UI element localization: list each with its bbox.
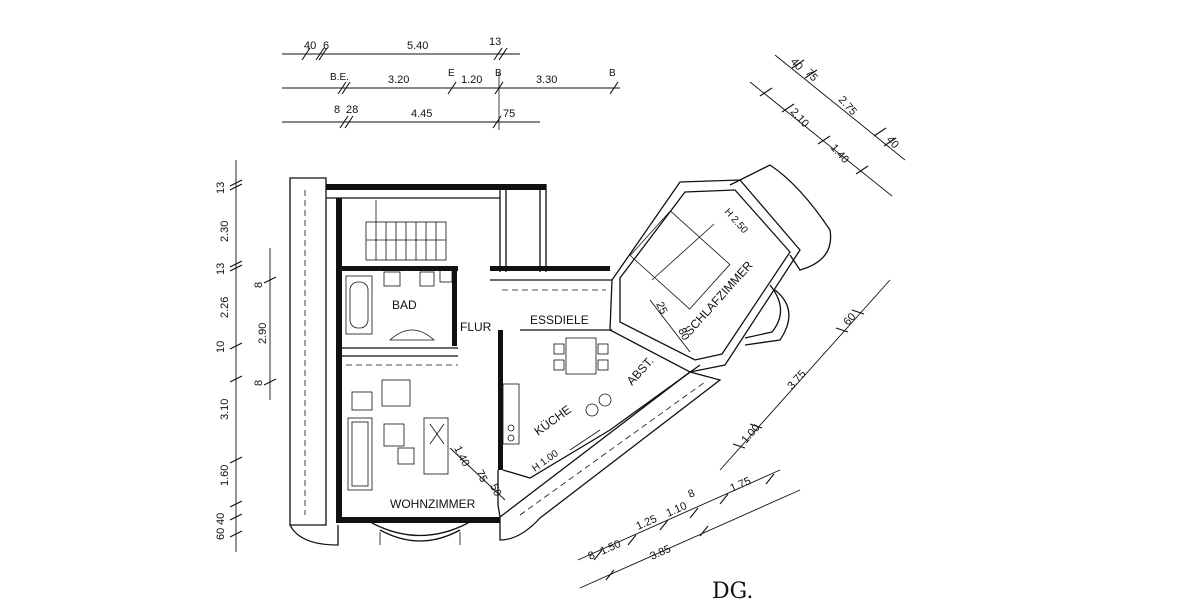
dim-interior-25: 25 — [653, 300, 669, 316]
dim-top-540: 5.40 — [407, 40, 428, 52]
dim-bottom-150: 1.50 — [598, 538, 622, 558]
dining-table — [565, 337, 597, 375]
dim-left-inner-290: 2.90 — [257, 323, 269, 344]
dim-interior-80: 80 — [675, 326, 691, 342]
dim-left-60: 60 — [215, 528, 227, 540]
room-label-bad: BAD — [392, 298, 417, 312]
dim-top-40: 40 — [304, 40, 316, 52]
dim-left-310: 3.10 — [219, 399, 231, 420]
dim-right-375: 3.75 — [785, 368, 808, 392]
dim-bottom-385: 3.85 — [648, 543, 672, 563]
right-side-dimension-lines: 60 3.75 1.00 — [719, 279, 891, 471]
dim-right-210: 2.10 — [788, 106, 811, 130]
dim-right-75: 75 — [803, 67, 820, 84]
staircase — [365, 200, 447, 261]
top-dimension-lines: 40 6 5.40 13 B.E. E B B 3.20 1.20 3.30 8… — [282, 36, 620, 130]
dim-right-40b: 40 — [884, 134, 901, 151]
dim-bottom-110: 1.10 — [664, 500, 688, 520]
room-label-schlafzimmer: SCHLAFZIMMER — [682, 258, 756, 338]
room-label-essdiele: ESSDIELE — [530, 313, 589, 327]
bathtub — [345, 275, 373, 335]
mark-be: B.E. — [330, 72, 349, 83]
bottom-dimension-lines: 8 1.50 1.25 1.10 8 1.75 3.85 — [577, 469, 801, 589]
dim-top-445: 4.45 — [411, 108, 432, 120]
dim-left-inner-8b: 8 — [253, 380, 265, 386]
dim-top-120: 1.20 — [461, 74, 482, 86]
dim-left-10: 10 — [215, 341, 227, 353]
dim-top-28: 28 — [346, 104, 358, 116]
plan-title: DG. — [712, 579, 753, 600]
furniture — [345, 267, 612, 491]
dim-top-320: 3.20 — [388, 74, 409, 86]
armchair — [381, 379, 411, 407]
dim-bottom-175: 1.75 — [728, 475, 752, 495]
dim-left-13b: 13 — [215, 263, 227, 275]
dim-right-60: 60 — [841, 311, 858, 328]
room-label-abst: ABST. — [624, 354, 657, 388]
dim-left-40: 40 — [215, 513, 227, 525]
dim-top-13: 13 — [489, 36, 501, 48]
mark-h100: H 1.00 — [530, 448, 561, 474]
dim-left-160: 1.60 — [219, 465, 231, 486]
mark-e: E — [448, 68, 455, 79]
dim-interior-50: 50 — [487, 482, 503, 498]
sofa — [347, 417, 373, 491]
left-dimension-lines: 13 2.30 13 2.26 10 3.10 1.60 40 60 8 2.9… — [215, 160, 277, 552]
right-top-dimension-lines: 40 75 2.75 2.10 1.40 40 — [749, 54, 906, 197]
dim-left-13a: 13 — [215, 182, 227, 194]
dim-right-40a: 40 — [788, 56, 805, 73]
dim-interior-75: 75 — [473, 468, 489, 484]
toilet — [383, 271, 401, 287]
dim-bottom-8a: 8 — [586, 549, 596, 562]
dim-top-330: 3.30 — [536, 74, 557, 86]
mark-b2: B — [609, 68, 616, 79]
dim-right-275: 2.75 — [836, 94, 859, 118]
building-walls — [289, 164, 832, 546]
dim-left-inner-8a: 8 — [253, 282, 265, 288]
dim-top-8: 8 — [334, 104, 340, 116]
dim-left-226: 2.26 — [219, 297, 231, 318]
dim-top-6: 6 — [323, 40, 329, 52]
coffee-table — [383, 423, 405, 447]
kitchen-counter — [502, 383, 520, 445]
room-label-wohnzimmer: WOHNZIMMER — [390, 497, 476, 511]
bath-sink — [388, 329, 436, 341]
mark-h250: H 2.50 — [722, 207, 750, 237]
dim-left-230: 2.30 — [219, 221, 231, 242]
dim-bottom-8b: 8 — [686, 487, 696, 500]
dim-right-140: 1.40 — [828, 142, 851, 166]
room-label-flur: FLUR — [460, 320, 492, 334]
mark-b1: B — [495, 68, 502, 79]
armchair — [351, 391, 373, 411]
dim-right-100: 1.00 — [739, 422, 762, 446]
sofa — [423, 417, 449, 475]
dim-top-75: 75 — [503, 108, 515, 120]
room-label-kueche: KÜCHE — [532, 402, 574, 438]
